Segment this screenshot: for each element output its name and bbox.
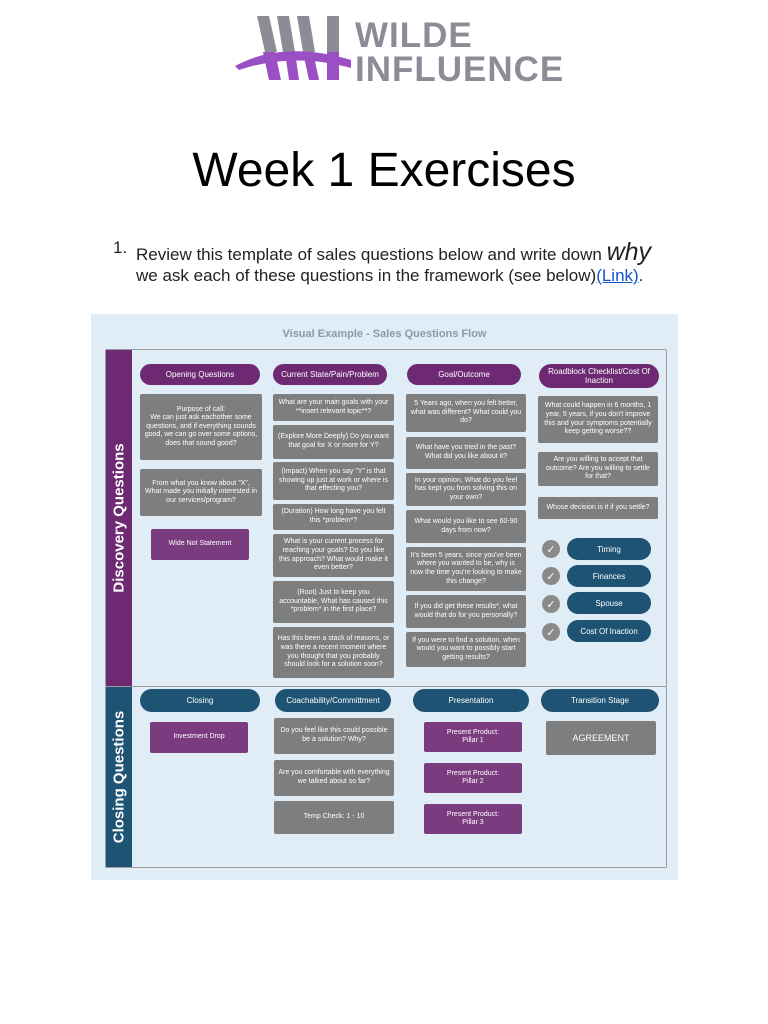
checklist-spouse: Spouse [567,592,651,614]
header-current-state: Current State/Pain/Problem [273,364,387,385]
goal-question-5: It's been 5 years, since you've been whe… [406,547,526,591]
header-presentation: Presentation [413,689,529,712]
present-product-pillar-1: Present Product: Pillar 1 [424,722,522,752]
exercise-text: Review this template of sales questions … [136,245,607,264]
exercise-number: 1. [113,238,128,257]
exercise-link[interactable]: (Link) [596,266,639,285]
coachability-question-2: Are you comfortable with everything we t… [274,760,394,796]
header-roadblock: Roadblock Checklist/Cost Of Inaction [539,364,659,388]
checklist-cost-of-inaction: Cost Of Inaction [567,620,651,642]
discovery-side-bar: Discovery Questions [106,350,132,686]
exercise-period: . [638,266,644,285]
logo: WILDE INFLUENCE [233,8,563,92]
logo-text-wilde: WILDE [355,16,473,55]
check-icon: ✓ [542,540,560,558]
investment-drop: Investment Drop [150,722,248,753]
current-state-question-6: (Root) Just to keep you accountable, Wha… [273,581,394,623]
temp-check: Temp Check: 1 - 10 [274,801,394,834]
goal-question-2: What have you tried in the past? What di… [406,437,526,469]
present-product-pillar-2: Present Product: Pillar 2 [424,763,522,793]
check-icon: ✓ [542,623,560,641]
exercise-text-2: we ask each of these questions in the fr… [136,266,597,285]
current-state-question-2: (Explore More Deeply) Do you want that g… [273,425,394,459]
goal-question-1: 5 Years ago, when you felt better, what … [406,394,526,432]
logo-text-influence: INFLUENCE [355,50,565,89]
header-closing: Closing [140,689,260,712]
goal-question-6: If you did get these results*, what woul… [406,595,526,628]
exercise-line-1: Review this template of sales questions … [136,238,651,267]
exercise-line-2: we ask each of these questions in the fr… [136,266,643,286]
roadblock-question-1: What could happen in 6 months, 1 year, 5… [538,396,658,443]
check-icon: ✓ [542,595,560,613]
current-state-question-7: Has this been a stack of reasons, or was… [273,627,394,678]
closing-side-bar: Closing Questions [106,687,132,867]
current-state-question-4: (Duration) How long have you felt this *… [273,504,394,530]
exercise-why: why [606,238,652,266]
opening-question-1: Purpose of call: We can just ask eachoth… [140,394,262,460]
goal-question-4: What would you like to see 60-90 days fr… [406,510,526,543]
discovery-side-label: Discovery Questions [110,443,128,593]
roadblock-question-2: Are you willing to accept that outcome? … [538,452,658,486]
coachability-question-1: Do you feel like this could possible be … [274,718,394,754]
header-transition-stage: Transition Stage [541,689,659,712]
current-state-question-1: What are your main goals with your **ins… [273,394,394,421]
agreement: AGREEMENT [546,721,656,755]
current-state-question-3: (Impact) When you say "Y" is that showin… [273,462,394,500]
header-opening-questions: Opening Questions [140,364,260,385]
roadblock-question-3: Whose decision is it if you settle? [538,497,658,519]
current-state-question-5: What is your current process for reachin… [273,534,394,577]
check-icon: ✓ [542,567,560,585]
header-coachability: Coachability/Committment [275,689,391,712]
header-goal-outcome: Goal/Outcome [407,364,521,385]
goal-question-3: In your opinion, What do you feel has ke… [406,473,526,506]
goal-question-7: If you were to find a solution, when wou… [406,632,526,667]
wide-not-statement: Wide Not Statement [151,529,249,560]
diagram-title: Visual Example - Sales Questions Flow [282,328,487,340]
wilde-influence-logo-mark [235,16,351,80]
sales-questions-diagram: Visual Example - Sales Questions Flow Di… [91,314,678,880]
opening-question-2: From what you know about "X", What made … [140,469,262,516]
closing-side-label: Closing Questions [110,710,128,844]
checklist-finances: Finances [567,565,651,587]
present-product-pillar-3: Present Product: Pillar 3 [424,804,522,834]
page-title: Week 1 Exercises [192,144,576,197]
checklist-timing: Timing [567,538,651,560]
